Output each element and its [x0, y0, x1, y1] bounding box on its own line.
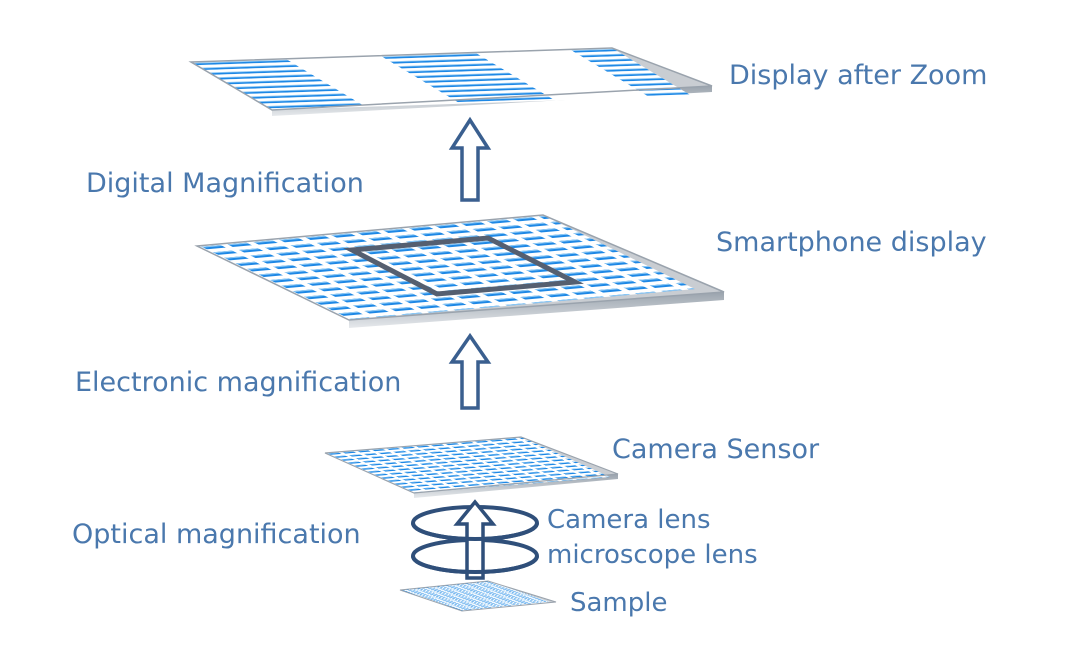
electronic-magnification-label: Electronic magnification	[75, 367, 401, 398]
optical-magnification-label: Optical magnification	[72, 519, 361, 550]
digital-magnification-label: Digital Magnification	[86, 168, 364, 199]
camera-sensor-label: Camera Sensor	[612, 434, 820, 465]
lens-stack	[411, 499, 539, 580]
smartphone-display-plate	[194, 214, 725, 328]
display-after-zoom-label: Display after Zoom	[729, 60, 987, 91]
camera-sensor-plate	[324, 436, 619, 498]
sample-plate	[399, 580, 557, 612]
digital-magnification-arrow	[448, 116, 492, 202]
sample-label: Sample	[570, 588, 668, 618]
electronic-magnification-arrow	[448, 332, 492, 410]
smartphone-display-label: Smartphone display	[716, 227, 987, 258]
zoom-region-frame	[343, 235, 584, 297]
zoomed-display-plate	[188, 47, 713, 116]
camera-lens-label: Camera lens	[547, 505, 711, 535]
microscope-lens-label: microscope lens	[547, 540, 758, 570]
